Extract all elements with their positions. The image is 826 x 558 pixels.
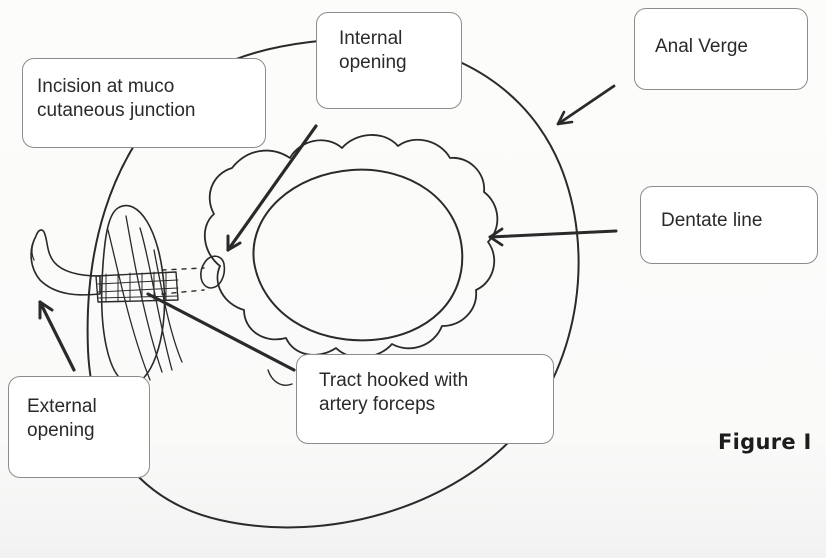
label-anal-verge-text: Anal Verge — [655, 35, 793, 59]
dentate-line-outline — [205, 135, 498, 357]
internal-opening-mark — [201, 256, 225, 288]
arrow-dentate-line — [490, 231, 616, 237]
label-incision-line-2: cutaneous junction — [37, 99, 251, 123]
label-incision-line-1: Incision at muco — [37, 75, 251, 99]
label-tract: Tract hooked with artery forceps — [296, 354, 554, 444]
arrow-tract — [148, 294, 294, 370]
label-internal-opening: Internal opening — [316, 12, 462, 109]
label-internal-opening-line-2: opening — [339, 51, 447, 75]
label-dentate-line: Dentate line — [640, 186, 818, 264]
label-dentate-line-text: Dentate line — [661, 209, 803, 233]
label-tract-line-1: Tract hooked with — [319, 369, 539, 393]
label-incision: Incision at muco cutaneous junction — [22, 58, 266, 148]
figure-caption: Figure I — [718, 430, 812, 454]
arrow-anal-verge — [558, 86, 614, 124]
arrow-external-opening — [40, 302, 74, 370]
label-external-opening-line-2: opening — [27, 419, 135, 443]
anal-canal-lumen — [253, 170, 462, 341]
label-internal-opening-line-1: Internal — [339, 27, 447, 51]
label-anal-verge: Anal Verge — [634, 8, 808, 90]
label-external-opening: External opening — [8, 376, 150, 478]
label-tract-line-2: artery forceps — [319, 393, 539, 417]
label-external-opening-line-1: External — [27, 395, 135, 419]
